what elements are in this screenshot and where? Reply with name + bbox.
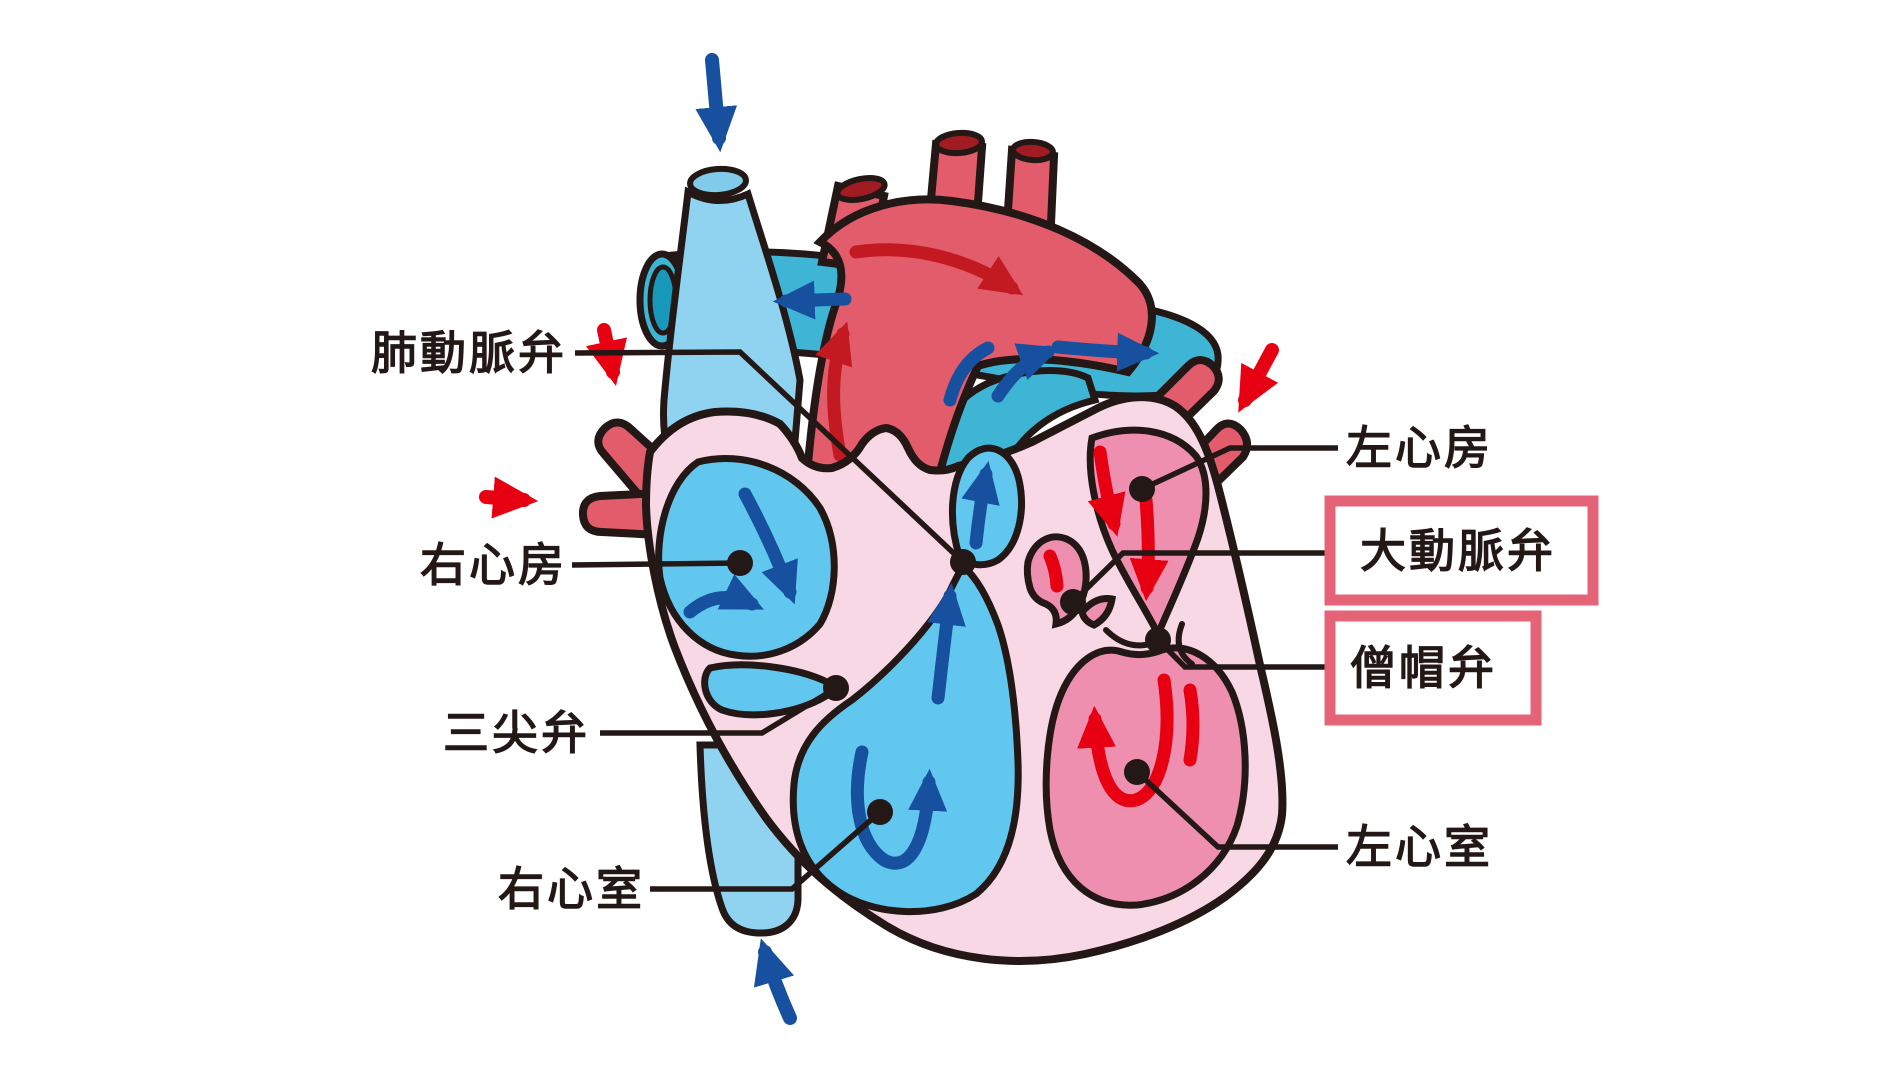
leader-aortic-valve	[1071, 550, 1326, 604]
leader-pulmonary-valve	[574, 349, 965, 565]
label-tricuspid-valve: 三尖弁	[443, 707, 590, 759]
left-atrium-flow-arrow-1	[1087, 445, 1126, 537]
highlight-box-mitral-valve	[1324, 610, 1542, 726]
label-right-ventricle: 右心室	[498, 863, 645, 915]
label-left-atrium: 左心房	[1346, 422, 1493, 474]
pulmonary-artery-left-flow-arrow	[772, 280, 852, 320]
label-mitral-valve: 僧帽弁	[1350, 642, 1497, 694]
aorta-branch-3-opening	[1010, 138, 1056, 164]
anchor-aortic-valve	[1060, 589, 1086, 615]
right-atrium-flow-arrow-2	[683, 574, 765, 619]
aorta-branch-1-opening	[834, 175, 888, 203]
mitral-leaflet-curl-right	[1175, 621, 1195, 667]
anchor-right-ventricle	[867, 799, 893, 825]
leader-right-atrium	[571, 560, 741, 568]
aortic-valve-flow-dash	[1043, 549, 1064, 593]
left-ventricle-flow-dash	[1183, 683, 1200, 767]
leader-tricuspid-valve	[600, 685, 838, 736]
pulmonary-artery-right-flow-arrow	[1051, 332, 1160, 372]
ivc-inflow-arrow	[753, 938, 797, 1025]
right-atrium-flow-arrow-1	[738, 487, 798, 605]
label-left-ventricle: 左心室	[1346, 821, 1493, 873]
aortic-valve-cusp-right	[1078, 595, 1117, 629]
left-atrium-flow-arrow-2	[1129, 493, 1169, 602]
pulmonary-trunk-fork-curve	[943, 341, 995, 407]
left-pulmonary-vein-inflow-arrow	[1238, 343, 1279, 413]
pulmonary-trunk-fork-arrow	[991, 343, 1061, 403]
label-right-atrium: 右心房	[420, 539, 567, 591]
label-aortic-valve: 大動脈弁	[1360, 525, 1556, 577]
anchor-left-atrium	[1129, 476, 1155, 502]
leader-left-ventricle	[1135, 769, 1338, 850]
aorta-branch-2-opening	[933, 129, 985, 157]
leader-left-atrium	[1140, 445, 1338, 492]
right-pulmonary-vein-inflow-arrow-lower	[479, 476, 539, 519]
anchor-pulmonary-valve	[950, 549, 976, 575]
svc-inflow-arrow	[695, 53, 738, 153]
right-ventricle	[789, 560, 1022, 916]
aorta-arch-flow-arrow	[849, 243, 1024, 296]
anchor-tricuspid-valve	[823, 675, 849, 701]
label-pulmonary-valve: 肺動脈弁	[371, 327, 567, 379]
leader-right-ventricle	[650, 809, 882, 892]
anchor-mitral-valve	[1145, 627, 1171, 653]
highlight-box-aortic-valve	[1324, 495, 1599, 606]
left-ventricle-loop-arrow	[1077, 673, 1174, 808]
anchor-left-ventricle	[1124, 759, 1150, 785]
pulmonary-valve-flow-arrow	[961, 460, 1000, 550]
anchor-right-atrium	[727, 550, 753, 576]
superior-vena-cava-opening	[687, 165, 749, 199]
right-ventricle-up-arrow	[927, 582, 966, 705]
right-ventricle-loop-arrow	[850, 745, 948, 870]
